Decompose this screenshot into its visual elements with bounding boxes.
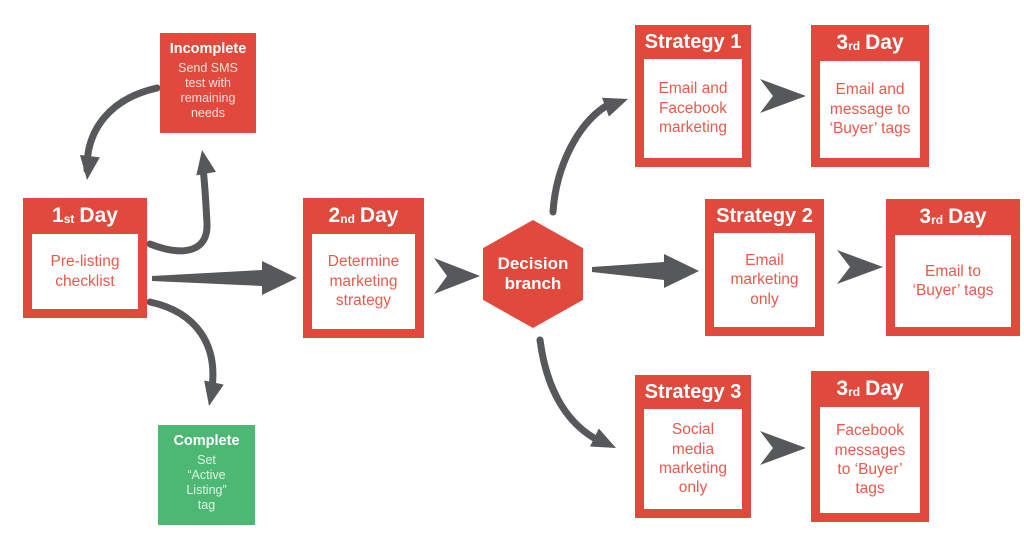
arrow-incomplete-to-day1 (79, 84, 161, 180)
node-complete-title: Complete (173, 433, 240, 449)
node-strategy2: Strategy 2 Email marketing only (705, 199, 824, 336)
node-complete: Complete Set “Active Listing” tag (158, 425, 255, 525)
arrow-strategy1-to-day3a (760, 79, 806, 113)
node-strategy1-body: Email and Facebook marketing (644, 59, 742, 158)
node-day3-row1-body: Email and message to ‘Buyer’ tags (820, 61, 920, 158)
node-strategy1: Strategy 1 Email and Facebook marketing (635, 25, 751, 167)
node-incomplete: Incomplete Send SMS test with remaining … (160, 33, 256, 133)
node-day3-row2-body: Email to ‘Buyer’ tags (895, 235, 1011, 327)
arrow-day1-to-day2 (152, 261, 297, 295)
node-day3-row3-body: Facebook messages to ‘Buyer’ tags (820, 407, 920, 513)
arrow-decision-to-strategy2 (592, 254, 699, 288)
node-strategy3: Strategy 3 Social media marketing only (635, 375, 751, 518)
arrow-strategy2-to-day3b (837, 250, 883, 284)
arrow-day2-to-decision (434, 258, 480, 294)
arrow-strategy3-to-day3c (760, 431, 806, 465)
node-strategy3-title: Strategy 3 (644, 381, 742, 403)
arrow-day1-to-incomplete (146, 150, 217, 255)
node-complete-body: Set “Active Listing” tag (186, 453, 227, 512)
node-day2-body: Determine marketing strategy (312, 234, 415, 329)
arrow-decision-to-strategy3 (536, 336, 616, 448)
node-strategy1-title: Strategy 1 (644, 31, 742, 53)
node-strategy2-title: Strategy 2 (716, 205, 813, 227)
node-strategy3-body: Social media marketing only (644, 409, 742, 509)
node-incomplete-body: Send SMS test with remaining needs (178, 61, 238, 120)
node-incomplete-title: Incomplete (169, 41, 247, 57)
node-strategy2-body: Email marketing only (714, 233, 815, 327)
arrow-decision-to-strategy1 (549, 97, 628, 216)
arrow-day1-to-complete (146, 298, 224, 406)
node-day1-body: Pre-listing checklist (32, 234, 138, 309)
